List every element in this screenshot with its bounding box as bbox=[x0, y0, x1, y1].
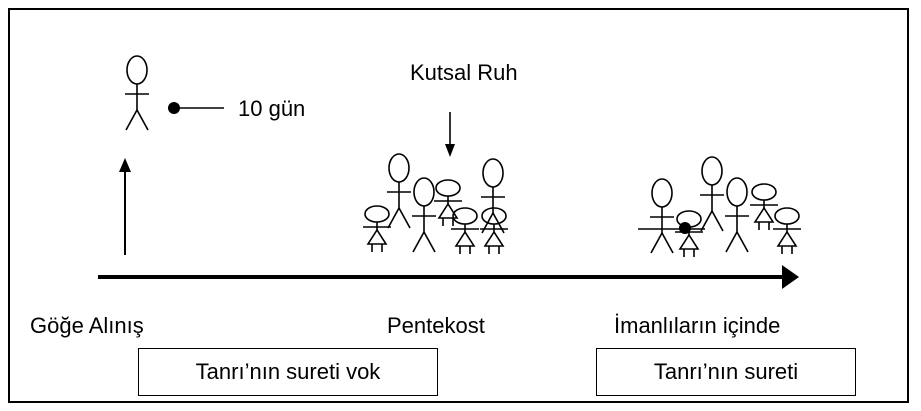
pentecost-crowd bbox=[362, 153, 509, 255]
no-image-box-label: Tanrı’nın sureti vok bbox=[195, 359, 381, 384]
holy-spirit-label: Kutsal Ruh bbox=[410, 60, 518, 85]
ten-days-label: 10 gün bbox=[238, 96, 306, 121]
ascended-figure bbox=[124, 55, 150, 131]
pentecost-label: Pentekost bbox=[387, 313, 485, 338]
ascension-label: Göğe Alınış bbox=[30, 313, 144, 338]
in-believers-label: İmanlıların içinde bbox=[614, 313, 781, 338]
no-image-box: Tanrı’nın sureti vok bbox=[138, 348, 438, 396]
image-box-label: Tanrı’nın sureti bbox=[653, 359, 799, 384]
ten-days-connector bbox=[168, 102, 224, 114]
diagram-frame bbox=[8, 8, 909, 403]
up-arrow bbox=[119, 158, 131, 255]
timeline-arrow bbox=[98, 265, 799, 289]
image-box: Tanrı’nın sureti bbox=[596, 348, 856, 396]
believers-crowd bbox=[638, 156, 802, 258]
holy-spirit-down-arrow bbox=[445, 112, 455, 157]
